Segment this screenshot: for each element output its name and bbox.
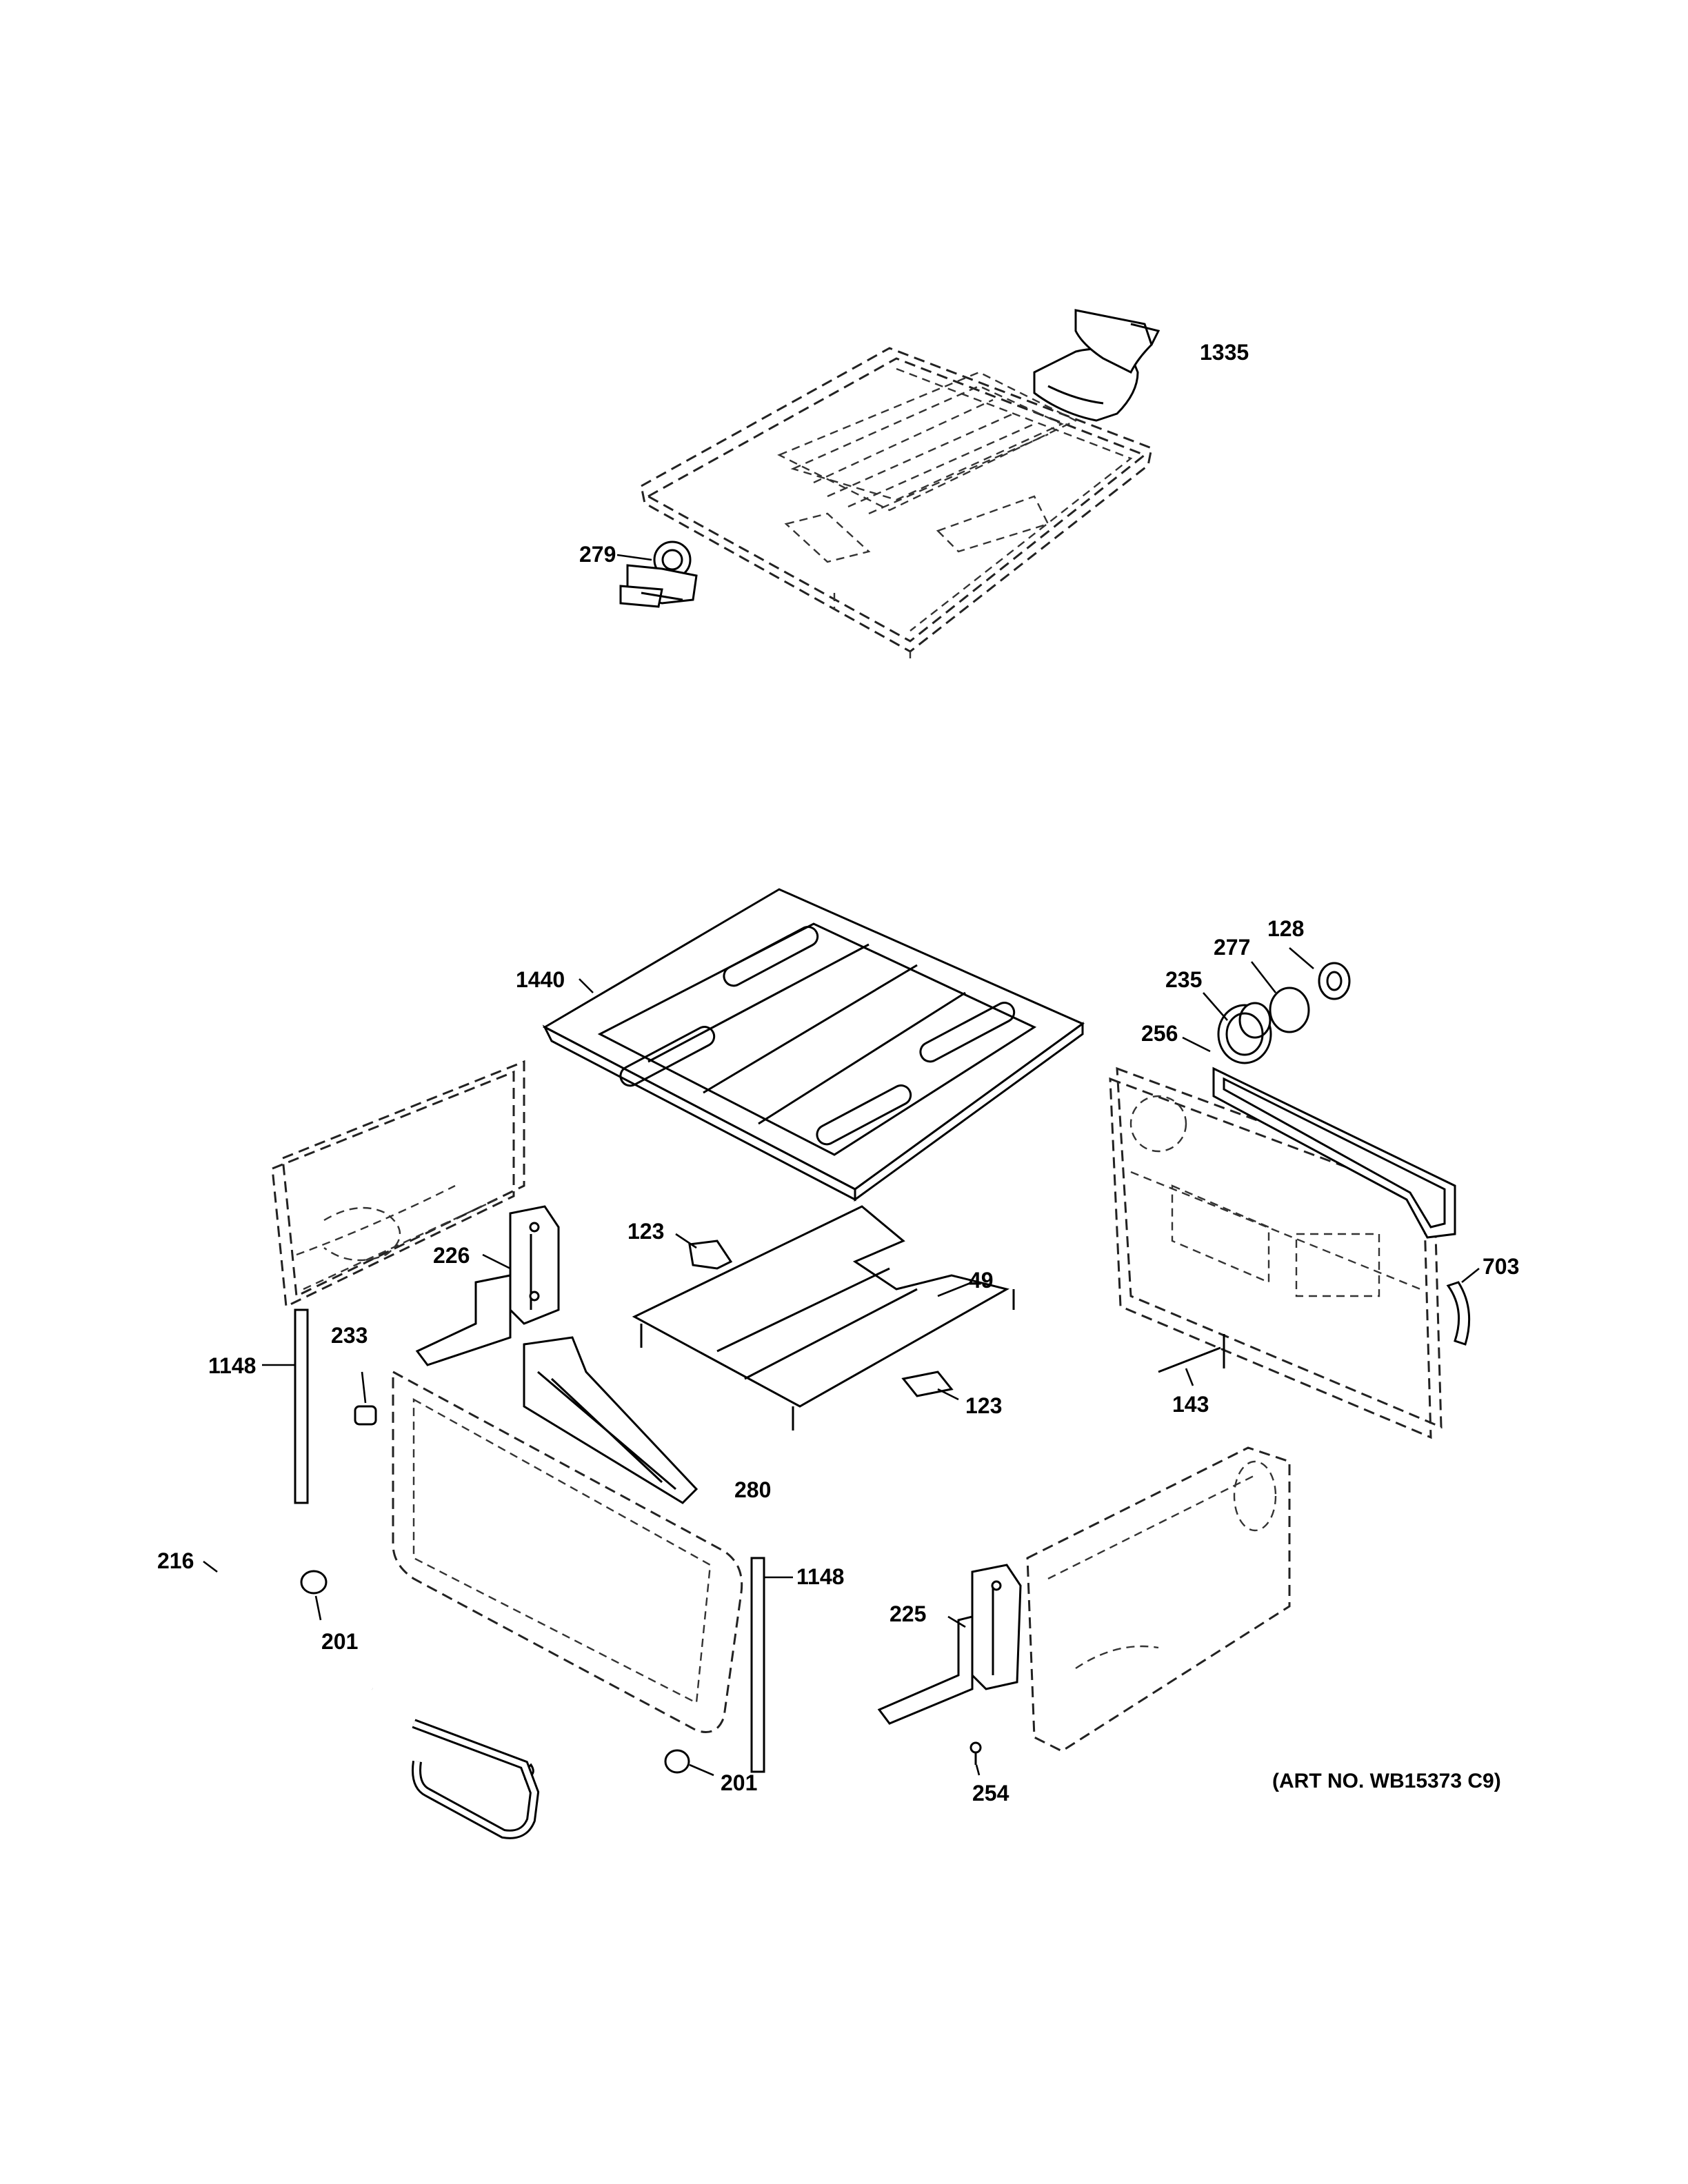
part-label-703: 703 [1483,1254,1519,1279]
bottom-pan-part-49 [632,1205,1015,1430]
leader-lines [203,554,1480,1777]
roller-part-201-b [664,1749,690,1774]
part-label-123-b: 123 [965,1393,1002,1418]
roller-part-201-a [300,1570,328,1595]
part-label-233: 233 [331,1323,368,1348]
part-label-201-a: 201 [321,1629,358,1654]
fan-part-235 [1217,1002,1272,1064]
hinge-arm-part-280 [523,1336,699,1504]
part-labels: 1335 279 1440 128 277 235 256 123 226 49… [157,340,1519,1806]
inner-door-dashed [392,1370,743,1733]
part-label-254: 254 [972,1781,1009,1806]
bumper-part-233 [354,1405,377,1426]
ring-part-277 [1269,987,1310,1033]
right-inner-door-dashed [1026,1446,1291,1752]
part-label-1148-a: 1148 [208,1353,256,1378]
screw-part-254 [969,1741,982,1765]
curved-part-703 [1446,1281,1471,1346]
bracket-part-123-a [688,1240,733,1270]
washer-part-128 [1318,962,1351,1000]
rod-part-143 [1158,1334,1225,1373]
top-panel-dashed [640,347,1153,658]
part-label-1148-b: 1148 [796,1564,844,1589]
hinge-part-226 [415,1205,560,1366]
door-strip-part-1148-left [294,1308,309,1504]
part-label-143: 143 [1172,1392,1209,1417]
art-number-label: (ART NO. WB15373 C9) [1272,1770,1501,1792]
duct-part-1335 [1033,309,1160,422]
part-label-49: 49 [969,1268,994,1293]
gasket-part-256 [1212,1066,1456,1239]
part-label-235: 235 [1165,967,1202,992]
part-label-280: 280 [734,1477,771,1502]
oven-top-cover-1440 [542,888,1085,1202]
left-side-panel-dashed [271,1060,525,1308]
door-strip-part-1148-right [750,1557,765,1773]
part-label-128: 128 [1267,916,1304,941]
switch-part-279 [619,540,698,608]
part-label-256: 256 [1141,1021,1178,1046]
part-label-216: 216 [157,1548,194,1573]
door-gasket-part-216 [214,1644,540,1839]
part-label-225: 225 [890,1601,926,1626]
hinge-part-225 [877,1564,1022,1725]
part-label-226: 226 [433,1243,470,1268]
part-label-201-b: 201 [721,1770,757,1795]
part-label-1335: 1335 [1200,340,1249,365]
part-label-279: 279 [579,542,616,567]
part-label-277: 277 [1214,935,1250,960]
part-label-123-a: 123 [627,1219,664,1244]
part-label-1440: 1440 [516,967,565,992]
